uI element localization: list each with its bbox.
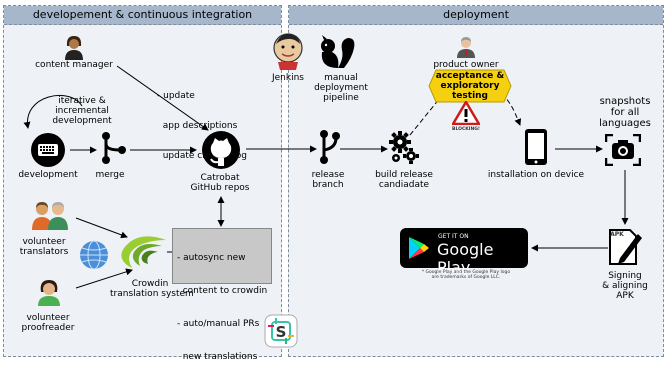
merge-label: merge: [95, 170, 125, 180]
squirrel-icon: [321, 35, 355, 68]
diagram-edges: [23, 65, 629, 289]
merge-icon: [102, 132, 126, 164]
snapshots-label: snapshots for all languages: [599, 96, 651, 129]
tablet-icon: [525, 129, 547, 165]
proofreader-icon: [38, 280, 60, 306]
product-owner-icon: [457, 37, 475, 58]
deployment-panel-title: deployment: [289, 6, 663, 25]
volunteer-proofreader-label: volunteer proofreader: [21, 313, 75, 333]
crowdin-logo-icon: [121, 236, 166, 268]
edge-translators-to-crowdin: [75, 217, 128, 239]
installation-label: installation on device: [487, 170, 585, 180]
branch-icon: [320, 130, 340, 164]
development-label: development: [18, 170, 78, 180]
github-icon: [202, 131, 240, 169]
edge-iterative-loop: [23, 94, 83, 129]
warning-icon: [452, 101, 480, 125]
gears-icon: [389, 131, 419, 164]
acceptance-hexagon: [428, 69, 512, 103]
content-manager-label: content manager: [35, 60, 113, 70]
camera-icon: [605, 134, 641, 166]
apk-text: APK: [610, 231, 624, 238]
build-release-label: build release candiadate: [375, 170, 433, 190]
release-branch-label: release branch: [311, 170, 345, 190]
edge-content-to-catrobat: [116, 65, 209, 131]
google-play-badge[interactable]: GET IT ON Google Play: [400, 228, 528, 277]
ci-panel-title: developement & continuous integration: [4, 6, 281, 25]
manual-pipeline-label: manual deployment pipeline: [314, 73, 368, 103]
trademark-note: * Google Play and the Google Play logo a…: [421, 270, 511, 280]
svg-text:S: S: [276, 323, 287, 341]
catrobat-label: Catrobat GitHub repos: [190, 173, 250, 193]
volunteer-translators-label: volunteer translators: [19, 237, 69, 257]
google-play-small-text: GET IT ON: [438, 233, 469, 240]
autosync-box: - autosync new content to crowdin - auto…: [172, 228, 272, 362]
acceptance-label: acceptance & exploratory testing: [435, 71, 505, 101]
deployment-panel: deployment: [288, 5, 664, 357]
keyboard-icon: [31, 133, 65, 167]
edge-proofreader-to-crowdin: [75, 268, 133, 289]
content-manager-icon: [65, 36, 83, 60]
jenkins-label: Jenkins: [271, 73, 304, 83]
google-play-big-text: Google Play: [437, 240, 494, 277]
slack-icon: S: [264, 314, 298, 348]
iterative-label: iterative & incremental development: [52, 96, 112, 126]
product-owner-label: product owner: [433, 60, 499, 70]
google-play-icon: [409, 237, 429, 259]
jenkins-icon: [273, 33, 303, 70]
blocking-label: BLOCKING!: [452, 127, 480, 132]
translators-icon: [32, 202, 68, 230]
signing-label: Signing & aligning APK: [602, 271, 648, 301]
crowdin-label: Crowdin translation system: [110, 279, 194, 299]
apk-sign-icon: [609, 229, 642, 265]
globe-icon: [80, 240, 108, 270]
